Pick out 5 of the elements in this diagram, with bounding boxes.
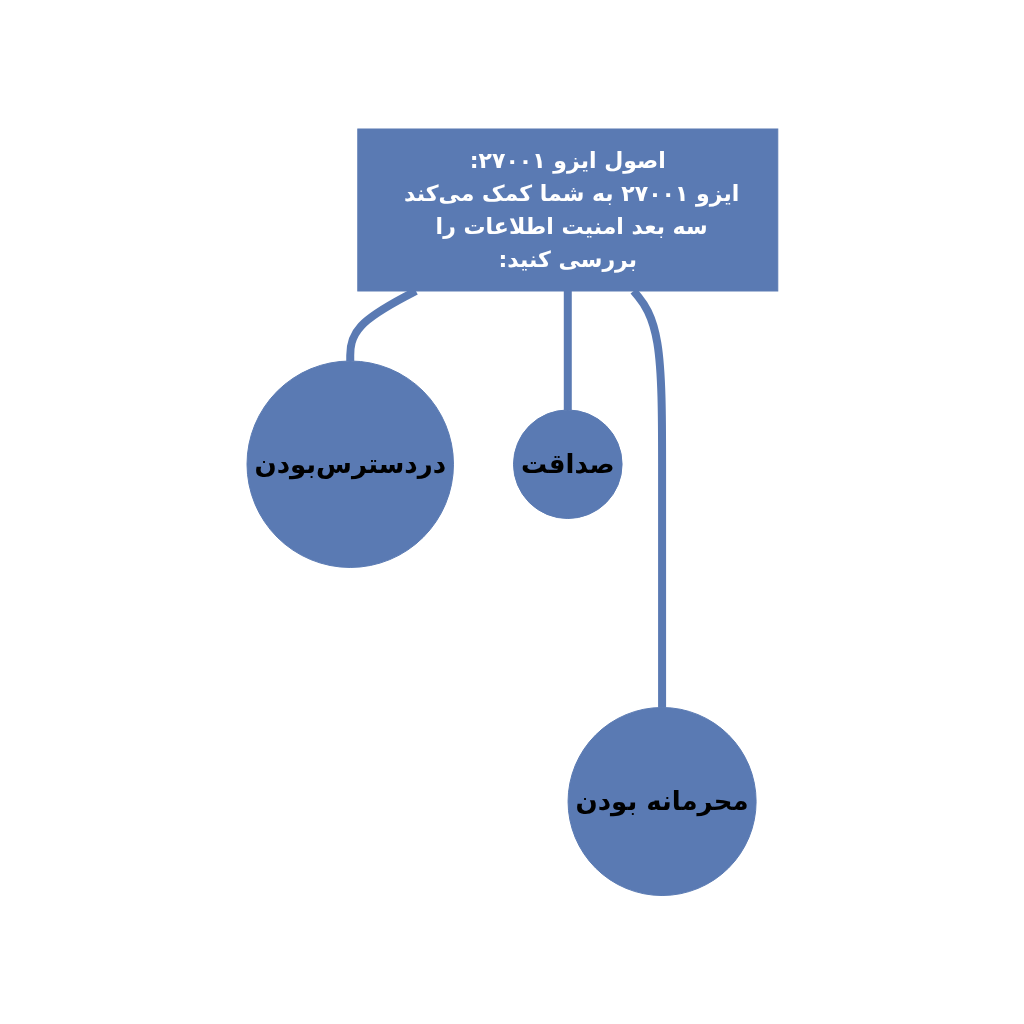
node-circle: محرمانه بودن [567, 706, 757, 896]
node-circle: دردسترس‌بودن [246, 360, 454, 568]
node-box: اصول ایزو ۲۷۰۰۱: ایزو ۲۷۰۰۱ به شما کمک می‌کند سه بعد امنیت اطلاعات را بررسی کنید: [356, 128, 778, 292]
node-circle: صداقت [512, 409, 623, 519]
connector [563, 290, 572, 410]
